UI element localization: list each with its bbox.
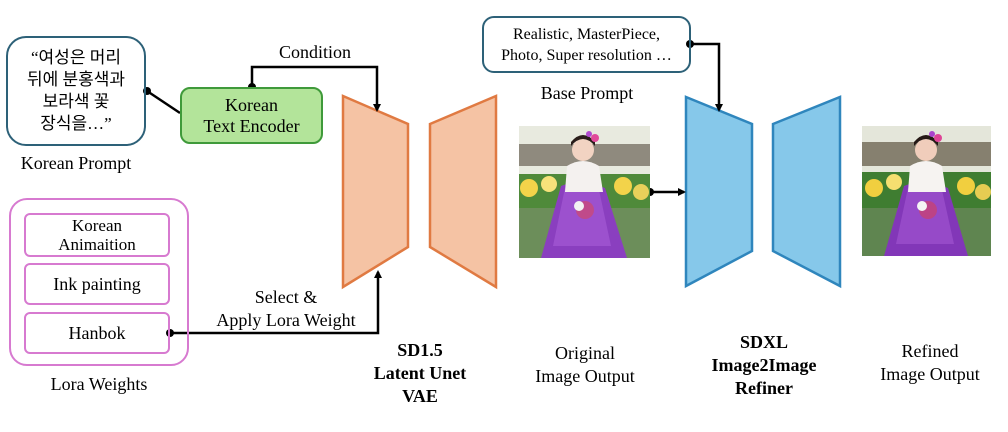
original-output-label: Original Image Output	[515, 342, 655, 388]
sd15-label-line-2: Latent Unet	[373, 363, 467, 383]
select-apply-label: Select & Apply Lora Weight	[196, 286, 376, 332]
sd15-label-line-3: VAE	[402, 386, 438, 406]
korean-prompt-line-2: 뒤에 분홍색과	[26, 70, 126, 89]
base-prompt-box: Realistic, MasterPiece, Photo, Super res…	[482, 16, 691, 73]
sd15-label-line-1: SD1.5	[397, 340, 443, 360]
lora-item-korean-animation[interactable]: Korean Animaition	[24, 213, 170, 257]
sdxl-label-line-1: SDXL	[739, 332, 788, 352]
lora-item-hanbok[interactable]: Hanbok	[24, 312, 170, 354]
refined-output-line-2: Image Output	[880, 364, 980, 384]
sd15-decoder-shape	[428, 94, 498, 290]
condition-label: Condition	[278, 42, 351, 62]
lora-apply-arrow	[170, 270, 382, 335]
text-encoder-line-1: Korean	[225, 94, 278, 115]
lora-item-hanbok-label: Hanbok	[68, 323, 126, 343]
sd15-label: SD1.5 Latent Unet VAE	[355, 339, 485, 408]
sdxl-label: SDXL Image2Image Refiner	[694, 331, 834, 400]
text-encoder-line-2: Text Encoder	[203, 115, 300, 136]
sdxl-label-line-3: Refiner	[735, 378, 793, 398]
sdxl-encoder-shape	[684, 95, 754, 289]
korean-prompt-label: Korean Prompt	[20, 153, 132, 173]
korean-prompt-line-3: 보라색 꽃	[42, 92, 110, 111]
sd15-encoder-shape	[341, 94, 410, 290]
condition-arrow	[250, 65, 381, 112]
lora-weights-label: Lora Weights	[50, 374, 148, 394]
original-output-line-1: Original	[555, 343, 615, 363]
korean-prompt-line-1: “여성은 머리	[31, 48, 121, 67]
base-prompt-line-2: Photo, Super resolution …	[501, 46, 672, 64]
sdxl-label-line-2: Image2Image	[711, 355, 817, 375]
lora-item-ink-painting-label: Ink painting	[53, 274, 141, 294]
lora-weights-container	[9, 198, 189, 366]
prompt-to-encoder-connector	[146, 89, 181, 115]
korean-prompt-box: “여성은 머리 뒤에 분홍색과 보라색 꽃 장식을…”	[6, 36, 146, 146]
base-prompt-arrow	[690, 42, 723, 112]
lora-item-korean-animation-line-1: Korean	[71, 216, 123, 235]
select-apply-line-1: Select &	[254, 287, 318, 307]
refined-output-label: Refined Image Output	[860, 340, 1000, 386]
korean-text-encoder-box: Korean Text Encoder	[180, 87, 323, 144]
original-output-line-2: Image Output	[535, 366, 635, 386]
lora-item-ink-painting[interactable]: Ink painting	[24, 263, 170, 305]
lora-item-korean-animation-line-2: Animaition	[58, 235, 136, 254]
base-prompt-label: Base Prompt	[540, 83, 634, 103]
refined-output-image	[862, 126, 991, 256]
refined-output-line-1: Refined	[901, 341, 959, 361]
base-prompt-line-1: Realistic, MasterPiece,	[512, 25, 661, 43]
select-apply-line-2: Apply Lora Weight	[216, 310, 356, 330]
korean-prompt-line-4: 장식을…”	[40, 114, 112, 133]
sdxl-decoder-shape	[771, 95, 842, 289]
original-output-image	[519, 126, 650, 258]
